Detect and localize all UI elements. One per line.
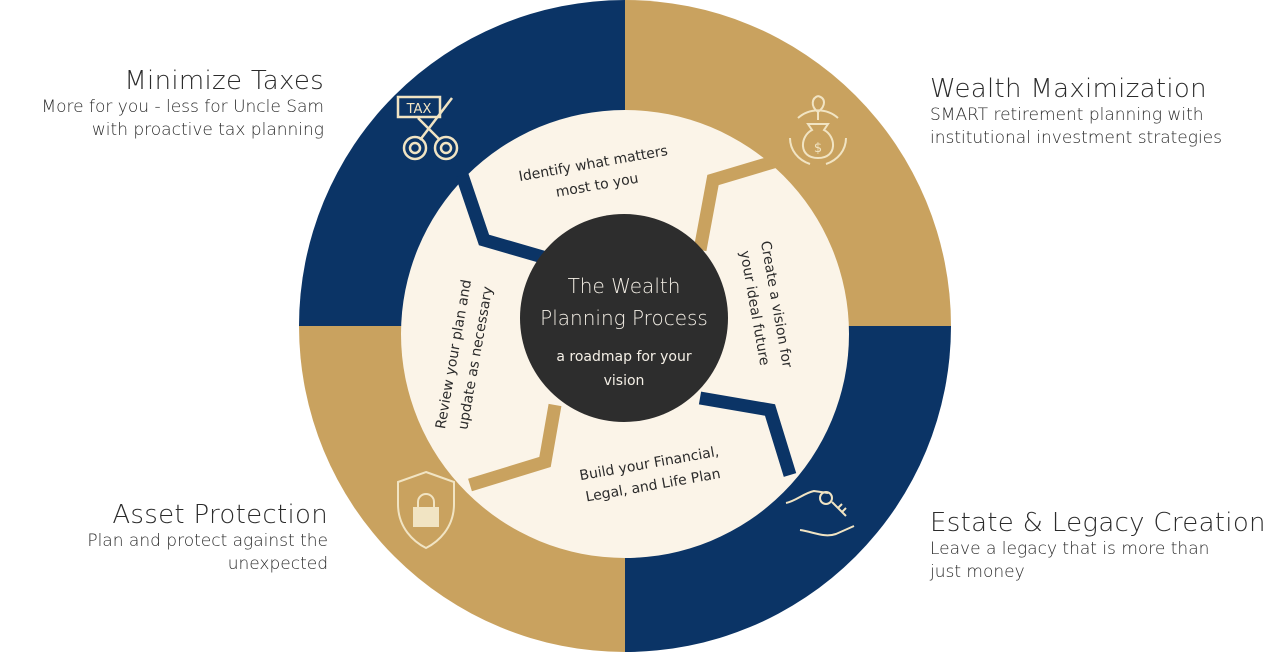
corner-asset-protection: Asset Protection Plan and protect agains… <box>87 500 328 576</box>
corner-desc-line1: Plan and protect against the <box>87 531 328 551</box>
corner-title: Wealth Maximization <box>930 74 1207 104</box>
center-circle <box>520 214 728 422</box>
corner-desc-line2: unexpected <box>227 554 328 574</box>
center-subtitle-line2: vision <box>604 373 645 389</box>
corner-wealth-maximization: Wealth Maximization SMART retirement pla… <box>930 74 1222 150</box>
corner-desc-line1: SMART retirement planning with <box>930 105 1204 125</box>
corner-desc-line1: More for you - less for Uncle Sam <box>41 97 324 117</box>
separator-gold-right <box>693 153 782 252</box>
separator-navy-top <box>455 172 562 269</box>
separator-gold-left <box>468 403 562 492</box>
shield-lock-icon <box>397 470 455 550</box>
center-subtitle-line1: a roadmap for your <box>556 349 691 365</box>
corner-title: Minimize Taxes <box>124 66 324 96</box>
corner-estate-legacy: Estate & Legacy Creation Leave a legacy … <box>930 508 1266 584</box>
separator-navy-bottom <box>698 391 797 477</box>
corner-desc-line1: Leave a legacy that is more than <box>930 539 1210 559</box>
corner-desc-line2: just money <box>930 562 1025 582</box>
corner-desc-line2: institutional investment strategies <box>930 128 1222 148</box>
tax-scissors-icon: TAX <box>396 95 459 161</box>
center-title-line2: Planning Process <box>540 306 708 330</box>
corner-desc-line2: with proactive tax planning <box>91 120 324 140</box>
corner-title: Estate & Legacy Creation <box>930 508 1266 538</box>
money-bag-growth-icon: $ <box>789 95 847 165</box>
svg-text:$: $ <box>814 141 822 156</box>
corner-title: Asset Protection <box>112 500 328 530</box>
center-title-line1: The Wealth <box>568 274 681 298</box>
hand-key-icon <box>785 489 855 537</box>
svg-text:TAX: TAX <box>406 102 432 117</box>
corner-minimize-taxes: Minimize Taxes More for you - less for U… <box>41 66 324 142</box>
